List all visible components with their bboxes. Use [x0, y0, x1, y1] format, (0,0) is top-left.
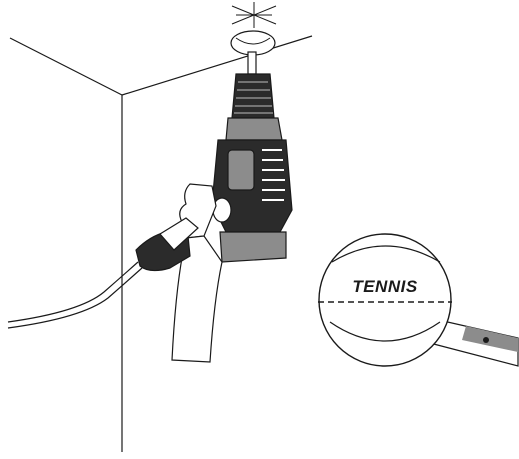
- inset-drill-flute: [462, 326, 518, 352]
- drill-battery: [219, 231, 287, 263]
- ceiling-edge-right: [121, 35, 313, 96]
- ball-detail-inset: TENNIS: [318, 233, 519, 367]
- drill-chuck: [231, 73, 275, 119]
- hand: [171, 183, 223, 363]
- forearm: [171, 235, 223, 363]
- drill-clutch-ring: [225, 117, 283, 141]
- cord-line-inner: [7, 267, 143, 329]
- ceiling-edge-left: [9, 37, 123, 96]
- inset-ball-seam-bottom: [329, 321, 441, 342]
- inset-tennis-ball: [318, 233, 452, 367]
- impact-lines: [231, 2, 277, 28]
- ceiling-contact: [230, 2, 277, 56]
- inset-ball-seam-top: [331, 245, 441, 263]
- ball-seam: [235, 37, 271, 45]
- power-cord: [7, 217, 199, 329]
- cordless-drill: [211, 51, 293, 263]
- cord-line: [7, 261, 139, 323]
- drill-bit: [247, 51, 257, 75]
- drill-vents: [262, 149, 285, 201]
- wall-corner: [9, 35, 313, 452]
- drill-logo-panel: [227, 149, 255, 191]
- ball-label: TENNIS: [352, 277, 418, 296]
- cord-plug-neck: [159, 217, 199, 251]
- chuck-ridges: [234, 81, 273, 114]
- inset-drill-screw-hole: [483, 337, 489, 343]
